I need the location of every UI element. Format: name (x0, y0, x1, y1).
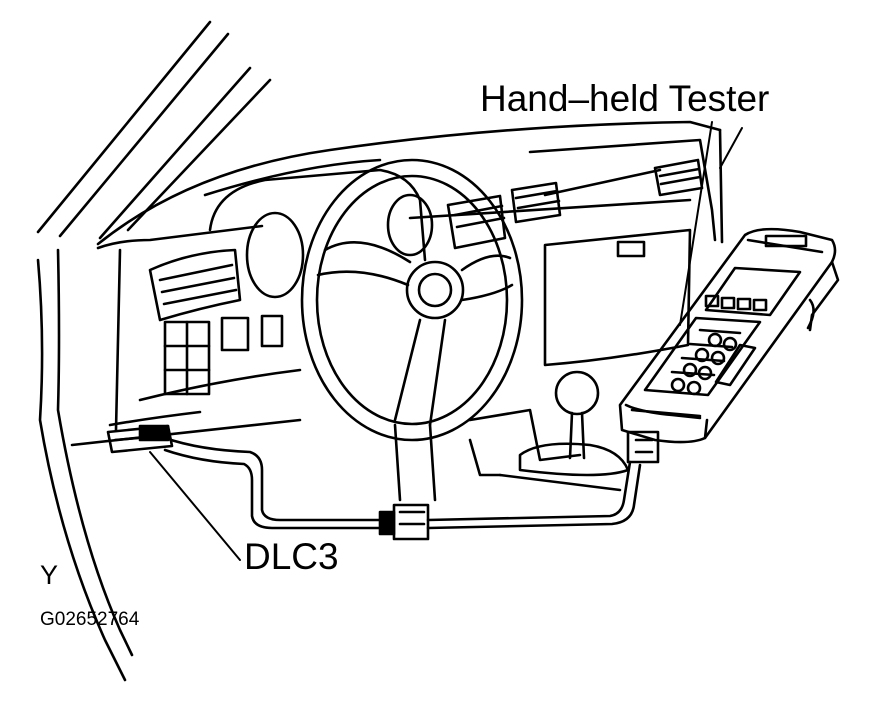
tester-leader-line (679, 121, 713, 326)
dashboard-outline (96, 120, 724, 246)
glove-box (543, 228, 692, 367)
tester-cable (163, 430, 660, 541)
center-air-vents (446, 158, 704, 250)
left-dash-panel (36, 224, 302, 682)
dlc3-label: DLC3 (244, 536, 339, 577)
hand-held-tester-label: Hand–held Tester (480, 78, 770, 119)
instrument-cluster (208, 168, 434, 299)
tester-leader-line-upper (719, 127, 743, 169)
a-pillar (36, 20, 272, 240)
view-mark-label: Y (40, 560, 59, 590)
dlc3-connector (106, 424, 174, 454)
figure-id-label: G02652764 (40, 609, 140, 630)
switch-panel (138, 314, 302, 402)
center-console (468, 370, 630, 492)
hand-held-tester-unit (618, 227, 840, 444)
leader-lines (149, 121, 743, 561)
dlc3-leader-line (149, 451, 241, 561)
left-air-vent (148, 248, 242, 322)
steering-wheel (300, 158, 524, 502)
